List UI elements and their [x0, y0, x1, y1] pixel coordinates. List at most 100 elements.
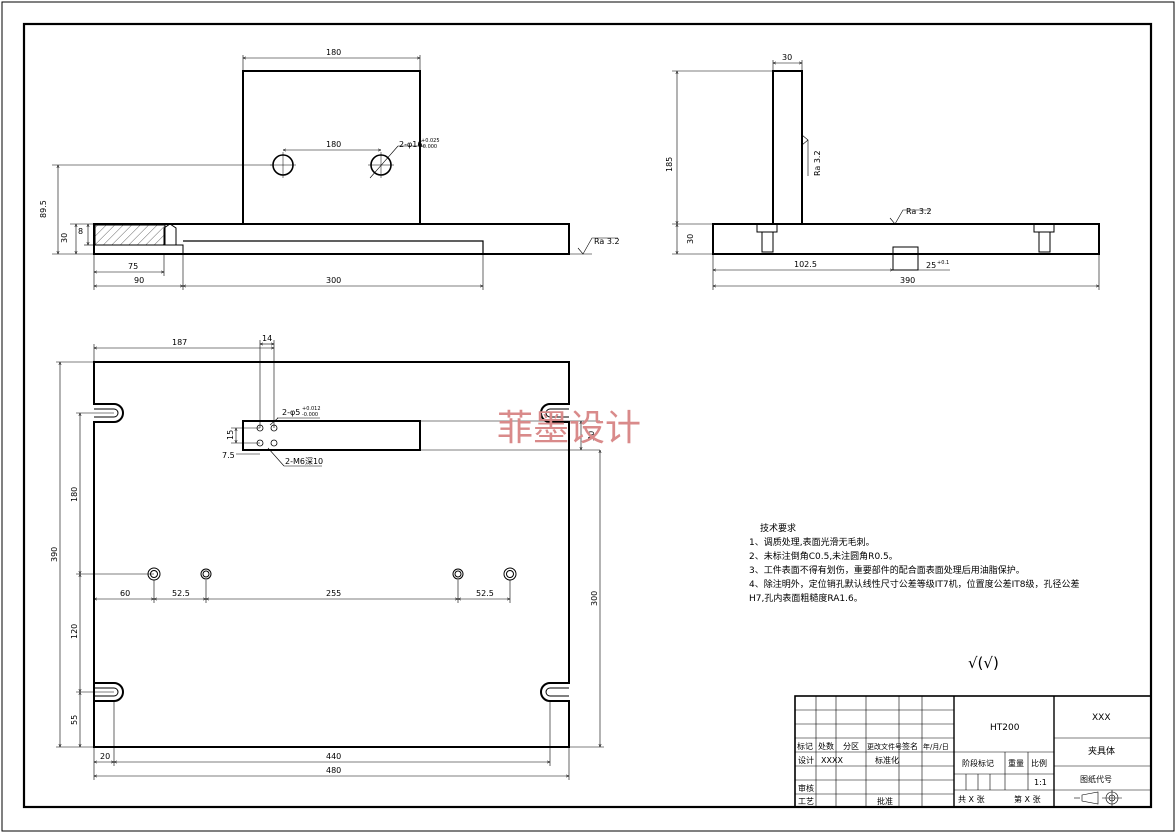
tb-rev-h-3: 更改文件号 — [867, 742, 902, 751]
dim-top-30: 30 — [587, 431, 596, 441]
dim-top-tap-callout: 2-M6深10 — [285, 457, 323, 466]
watermark: 菲墨设计 — [497, 408, 641, 449]
tb-design-label: 设计 — [798, 755, 814, 765]
notes-title: 技术要求 — [760, 522, 796, 534]
dim-top-300: 300 — [590, 591, 599, 606]
dim-side-slot: 25 — [926, 261, 936, 270]
front-pin — [163, 223, 177, 245]
dim-front-hole-tol-sup: +0.025 — [421, 138, 440, 144]
side-upright — [772, 70, 803, 225]
note-line-3: 3、工件表面不得有划伤，重要部件的配合面表面处理后用油脂保护。 — [749, 564, 1025, 576]
dim-top-60: 60 — [120, 589, 130, 598]
tb-rev-h-0: 标记 — [797, 741, 813, 751]
general-roughness-symbol: √(√) — [968, 654, 999, 672]
note-line-4: 4、除注明外，定位销孔默认线性尺寸公差等级IT7机，位置度公差IT8级，孔径公差 — [749, 578, 1079, 590]
side-view-labels: 30 185 Ra 3.2 Ra 3.2 30 102.5 25 +0.1 39… — [665, 53, 949, 285]
tb-scale-label: 比例 — [1031, 758, 1047, 768]
front-section-hatch — [94, 224, 166, 246]
tb-sheet-num: 第 X 张 — [1014, 794, 1041, 804]
dim-side-102: 102.5 — [794, 260, 817, 269]
side-pin-left — [756, 224, 778, 253]
dim-front-height: 89.5 — [39, 200, 48, 218]
tb-rev-h-4: 签名 — [902, 741, 918, 751]
tb-check-label: 审核 — [798, 783, 814, 793]
dim-top-pin-tol-a: +0.012 — [302, 406, 321, 412]
technical-notes: 技术要求 1、调质处理,表面光滑无毛刺。 2、未标注倒角C0.5,未注圆角R0.… — [749, 522, 1079, 672]
dim-side-upright-h: 185 — [665, 157, 674, 172]
dim-front-top-width: 180 — [326, 48, 341, 57]
dim-side-base-thk: 30 — [686, 234, 695, 244]
dim-top-7-5: 7.5 — [222, 451, 235, 460]
top-view — [56, 340, 604, 780]
dim-front-75: 75 — [128, 262, 138, 271]
front-base-step — [183, 240, 484, 254]
tb-process-label: 工艺 — [798, 797, 814, 806]
front-view-labels: 180 180 2-φ16 +0.025 -0.000 89.5 30 8 75… — [39, 48, 620, 285]
tb-approve-label: 批准 — [877, 796, 893, 806]
slot-bl — [94, 687, 119, 697]
dim-top-52-5b: 52.5 — [476, 589, 494, 598]
tb-scale-value: 1:1 — [1034, 778, 1047, 787]
dim-front-hole-tol-sub: -0.000 — [421, 144, 437, 150]
dim-side-390: 390 — [900, 276, 915, 285]
dim-front-hole-callout: 2-φ16 — [399, 140, 422, 149]
tb-weight-label: 重量 — [1008, 758, 1024, 768]
title-block-labels: HT200 XXX 夹具体 图纸代号 阶段标记 重量 比例 1:1 共 X 张 … — [797, 713, 1115, 806]
dim-top-390: 390 — [50, 547, 59, 562]
mounting-holes — [147, 567, 517, 581]
tb-material: HT200 — [990, 723, 1020, 733]
dim-top-14: 14 — [262, 334, 272, 343]
tb-rev-h-5: 年/月/日 — [923, 742, 949, 751]
note-line-2: 2、未标注倒角C0.5,未注圆角R0.5。 — [749, 550, 898, 562]
front-slot — [93, 244, 184, 255]
dim-top-52-5a: 52.5 — [172, 589, 190, 598]
slot-br — [545, 687, 569, 697]
side-base — [712, 223, 1100, 255]
tb-rev-h-1: 处数 — [818, 741, 834, 751]
dim-front-hole-spacing: 180 — [326, 140, 341, 149]
side-roughness-top: Ra 3.2 — [906, 207, 932, 216]
dim-top-255: 255 — [326, 589, 341, 598]
slot-tl — [94, 408, 119, 418]
dim-top-180: 180 — [70, 487, 79, 502]
dim-top-15: 15 — [226, 430, 235, 440]
tb-drawing-no-label: 图纸代号 — [1080, 774, 1112, 784]
side-view — [672, 60, 1100, 290]
tb-stage-label: 阶段标记 — [962, 758, 994, 768]
dim-side-upright-w: 30 — [782, 53, 792, 62]
inner-border — [22, 22, 1153, 809]
side-slot — [892, 246, 919, 271]
note-line-5: H7,孔内表面粗糙度RA1.6。 — [749, 592, 863, 604]
top-view-labels: 187 14 2-φ5 +0.012 -0.000 15 7.5 2-M6深10… — [50, 334, 599, 775]
note-line-1: 1、调质处理,表面光滑无毛刺。 — [749, 536, 875, 548]
front-roughness: Ra 3.2 — [594, 237, 620, 246]
top-upright-footprint — [242, 420, 421, 451]
dim-top-187: 187 — [172, 338, 187, 347]
tb-std-label: 标准化 — [875, 755, 899, 765]
tb-company: XXX — [1092, 713, 1111, 723]
dim-top-440: 440 — [326, 752, 341, 761]
dim-front-90: 90 — [134, 276, 144, 285]
tb-sheets-total: 共 X 张 — [958, 795, 985, 804]
slot-tr — [545, 408, 569, 418]
front-hole-centers — [270, 152, 394, 178]
front-view — [52, 55, 618, 290]
dim-top-480: 480 — [326, 766, 341, 775]
dim-top-20: 20 — [100, 752, 110, 761]
dim-top-55: 55 — [70, 715, 79, 725]
side-pin-right — [1033, 224, 1055, 253]
title-block — [794, 695, 1152, 808]
tb-part-name: 夹具体 — [1088, 745, 1115, 757]
tb-designer: XXXX — [821, 756, 843, 765]
side-roughness-vert: Ra 3.2 — [813, 150, 822, 176]
tb-rev-h-2: 分区 — [843, 742, 859, 751]
dim-top-pin-callout: 2-φ5 — [282, 408, 300, 417]
front-base — [93, 223, 570, 255]
dim-side-slot-tol: +0.1 — [937, 260, 949, 266]
dim-front-slot-depth: 8 — [78, 227, 83, 236]
dim-front-300: 300 — [326, 276, 341, 285]
dim-top-pin-tol-b: -0.000 — [302, 412, 318, 418]
dim-front-base-thk: 30 — [60, 233, 69, 243]
